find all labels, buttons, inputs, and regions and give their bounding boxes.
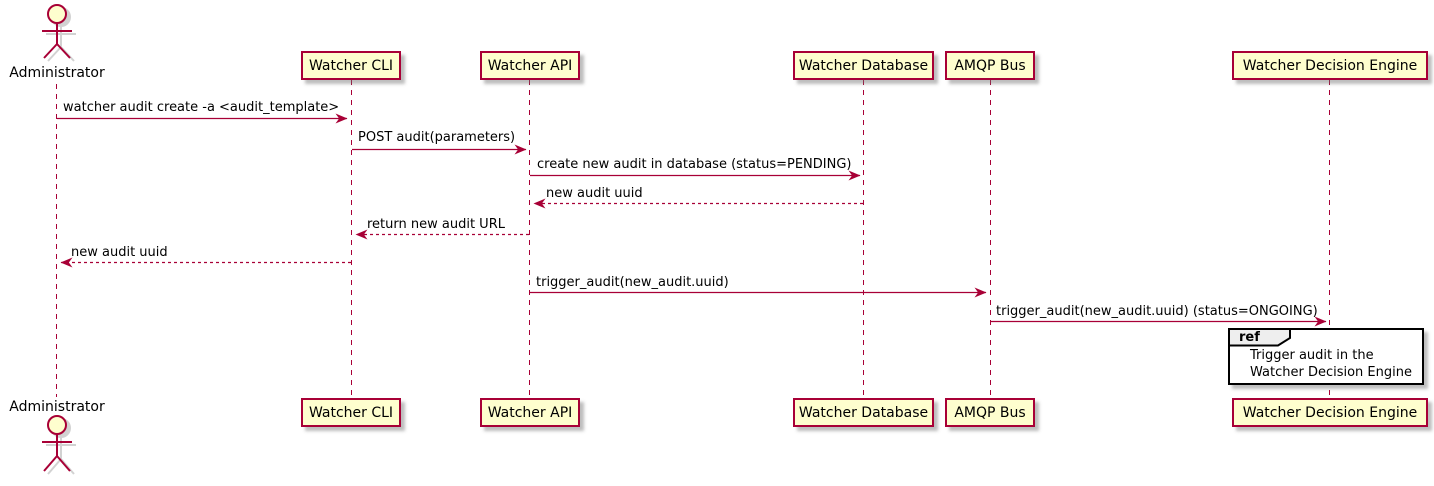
actor-label-bottom: Administrator [9,399,105,415]
participant-watcher-database-bottom: Watcher Database [793,398,934,427]
participant-label: Watcher Database [798,404,929,421]
actor-label-top: Administrator [9,65,105,81]
message-label-2: POST audit(parameters) [358,130,516,145]
participant-watcher-decision-engine-top: Watcher Decision Engine [1232,51,1428,80]
participant-label: Watcher Database [798,57,929,74]
participant-watcher-cli-top: Watcher CLI [301,51,401,80]
actor-figure-bottom [42,415,72,472]
participant-label: Watcher API [487,404,573,421]
message-label-4: new audit uuid [546,186,643,201]
participant-watcher-api-top: Watcher API [480,51,580,80]
ref-text-line2: Watcher Decision Engine [1250,365,1412,380]
participant-watcher-decision-engine-bottom: Watcher Decision Engine [1232,398,1428,427]
participant-amqp-bus-top: AMQP Bus [945,51,1035,80]
ref-fragment: ref Trigger audit in the Watcher Decisio… [1228,328,1424,385]
participant-label: Watcher Decision Engine [1242,57,1418,74]
participant-label: Watcher CLI [308,404,394,421]
participant-watcher-database-top: Watcher Database [793,51,934,80]
participant-watcher-cli-bottom: Watcher CLI [301,398,401,427]
message-label-6: new audit uuid [71,245,168,260]
participant-label: Watcher API [487,57,573,74]
participant-amqp-bus-bottom: AMQP Bus [945,398,1035,427]
participant-label: Watcher Decision Engine [1242,404,1418,421]
message-label-7: trigger_audit(new_audit.uuid) [536,275,729,290]
participant-label: AMQP Bus [954,404,1026,421]
ref-keyword: ref [1239,330,1260,345]
lifelines [56,80,1330,398]
message-label-5: return new audit URL [367,217,505,232]
actor-figure-top [42,4,72,59]
participant-label: AMQP Bus [954,57,1026,74]
message-label-3: create new audit in database (status=PEN… [537,157,852,172]
message-label-1: watcher audit create -a <audit_template> [63,100,340,115]
ref-text-line1: Trigger audit in the [1250,348,1374,363]
participant-label: Watcher CLI [308,57,394,74]
message-arrows [57,113,1327,327]
participant-watcher-api-bottom: Watcher API [480,398,580,427]
message-label-8: trigger_audit(new_audit.uuid) (status=ON… [996,304,1318,319]
ref-tab-shape [1228,328,1291,347]
